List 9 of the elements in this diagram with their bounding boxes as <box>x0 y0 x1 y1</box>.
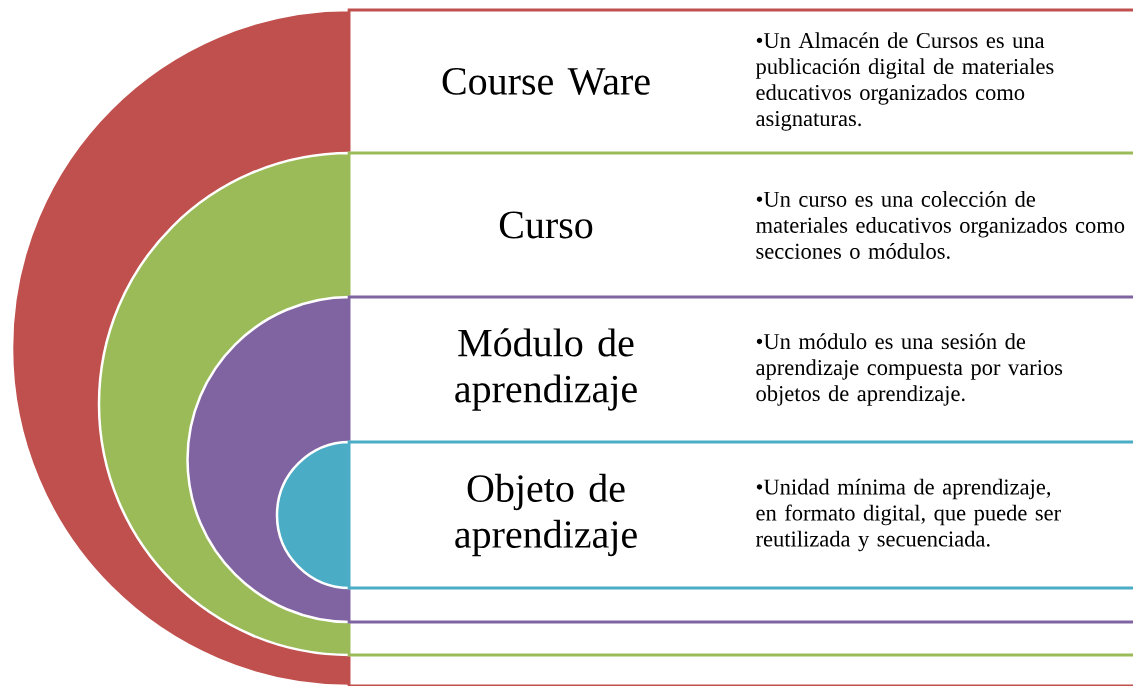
node-label: Objeto de aprendizaje <box>455 473 637 557</box>
node-label: •Un curso es una colección de materiales educativos organizados como secciones o módulos. <box>756 191 1125 259</box>
node-label: •Unidad mínima de aprendizaje, en formato digital, que puede ser reutilizada y secuenciada. <box>756 478 1061 552</box>
arc-band: Objeto de aprendizaje •Unidad mínima de aprendizaje, en formato digital, que puede ser reutilizada y secuenciada. <box>275 440 1133 590</box>
node-label: Curso <box>499 211 593 239</box>
node-label: •Un Almacén de Cursos es una publicación digital de materiales educativos organizados como asignaturas. <box>755 32 1054 131</box>
node-label: •Un módulo es una sesión de aprendizaje compuesta por varios objetos de aprendizaje. <box>756 333 1063 406</box>
node-label: Course Ware <box>442 67 650 96</box>
node-label: Módulo de aprendizaje <box>455 328 637 411</box>
